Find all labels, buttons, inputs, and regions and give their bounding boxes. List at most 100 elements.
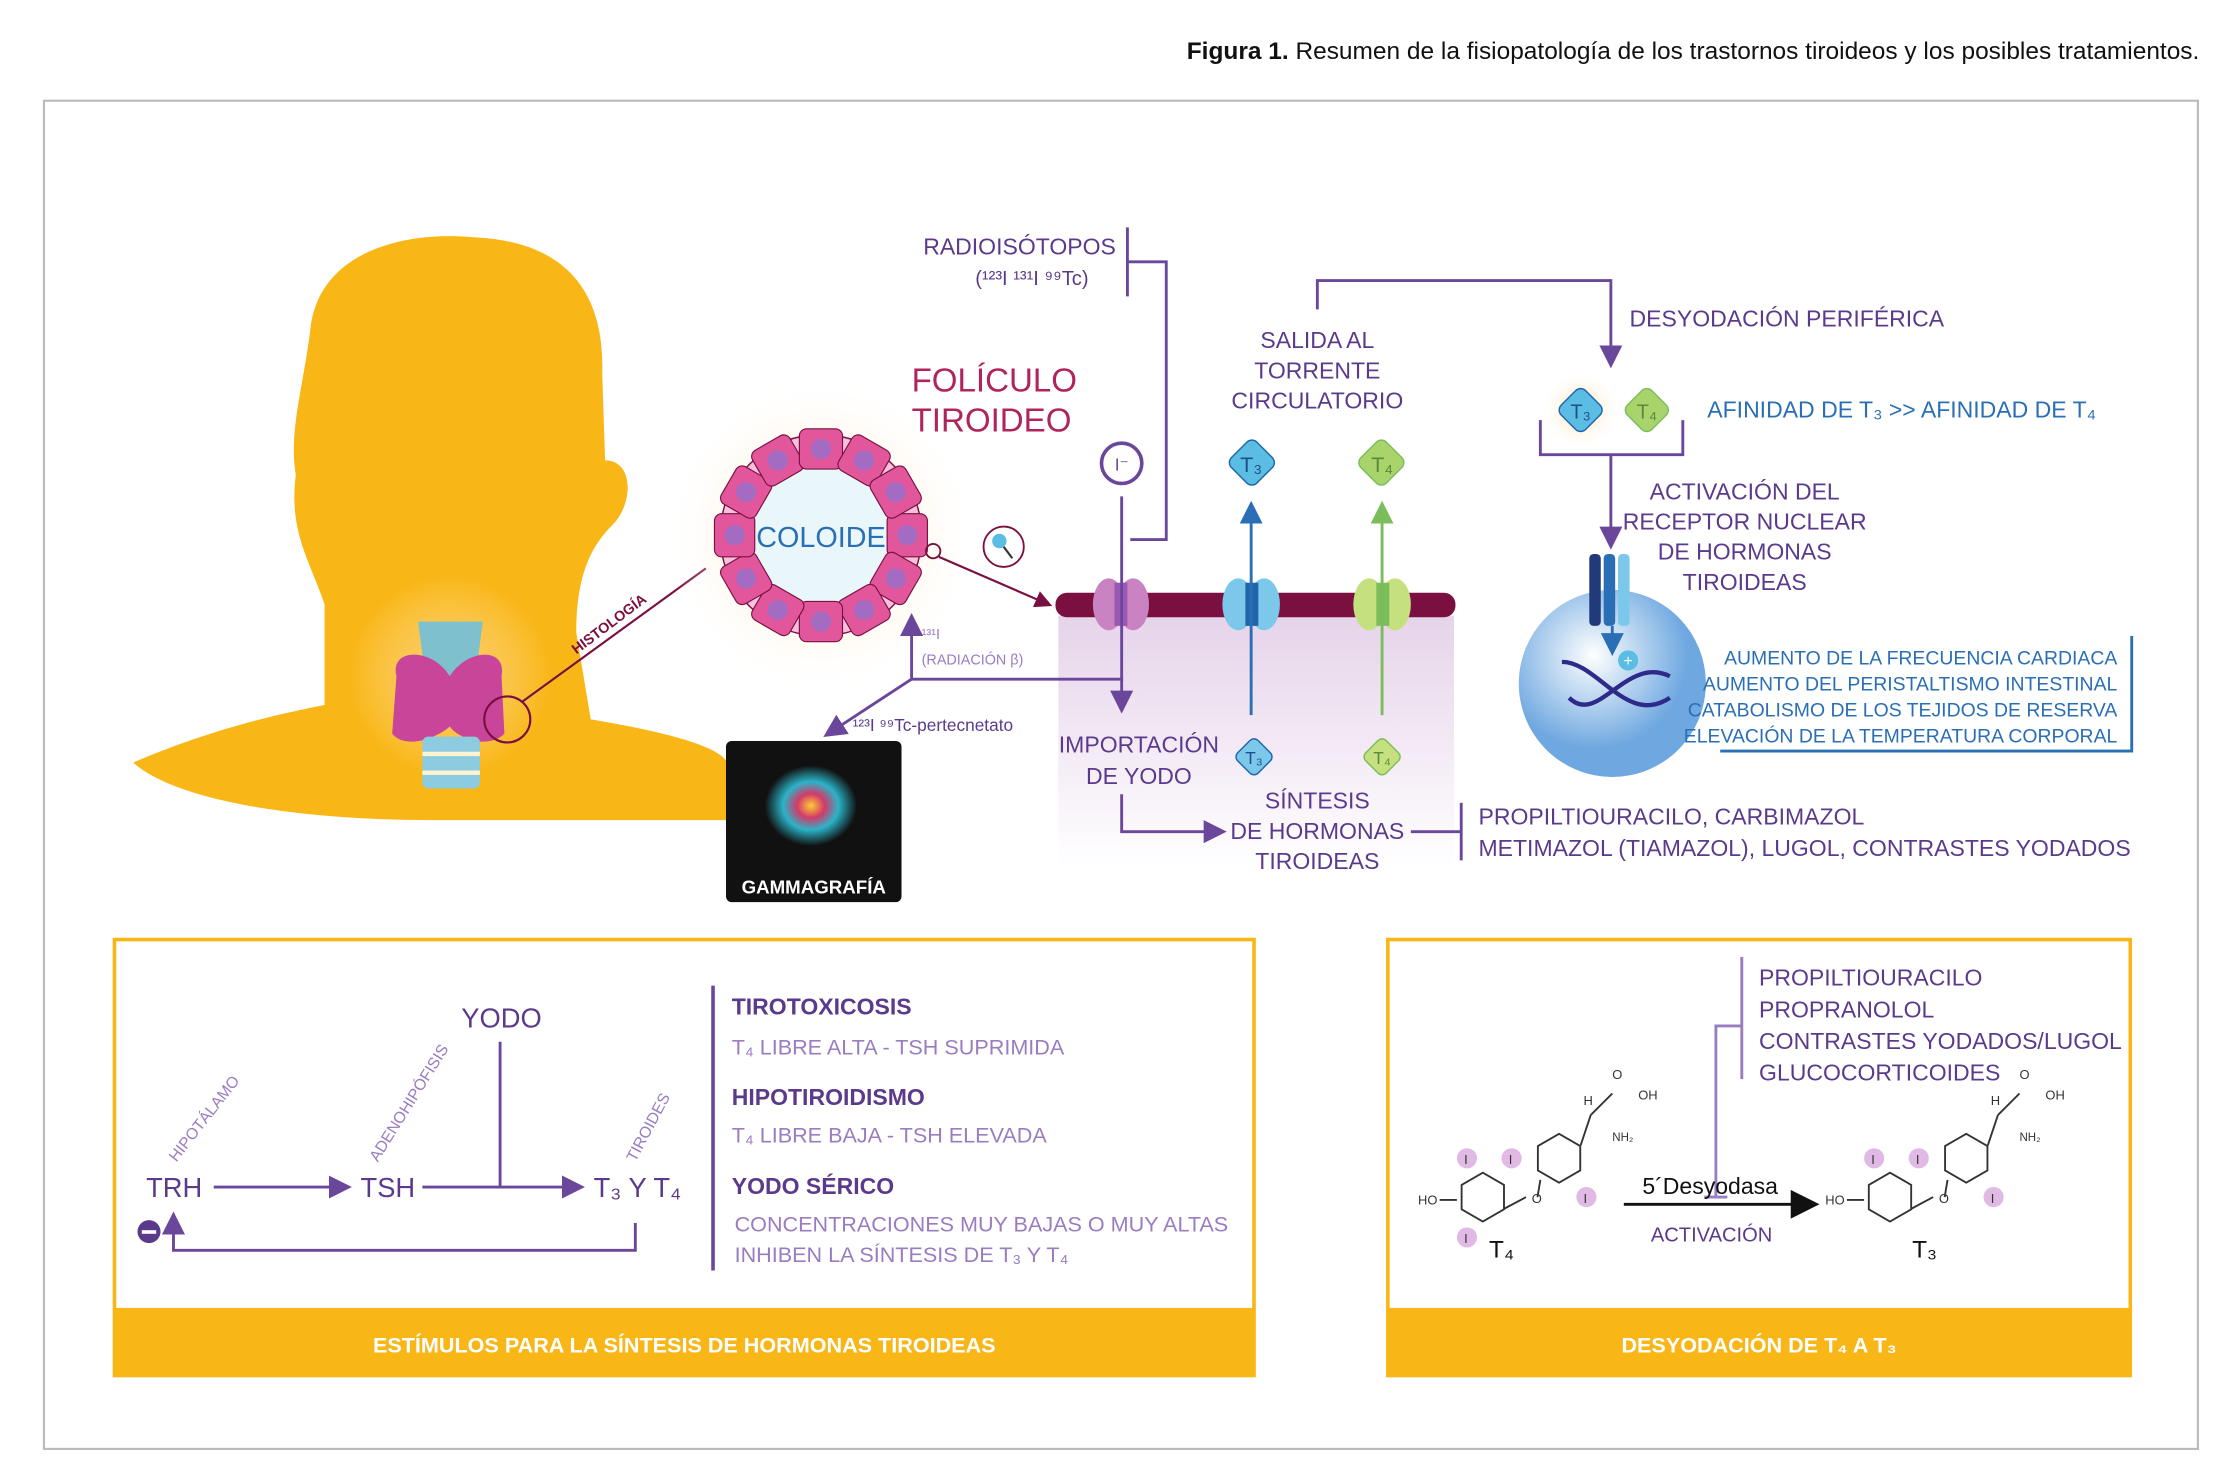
t4-receptor-hormone: T₄ [1624, 387, 1669, 433]
radioisotopos-label: RADIOISÓTOPOS [923, 234, 1116, 260]
i131-label: ¹³¹I [922, 627, 940, 643]
t4-hormone-top: T₄ [1358, 439, 1405, 486]
figure-frame [42, 99, 2199, 1450]
iodide-channel [1092, 578, 1149, 631]
gammagrafia-label: GAMMAGRAFÍA [742, 877, 886, 898]
cell-nucleus [736, 568, 757, 589]
t3-receptor-hormone: T₃ [1558, 387, 1603, 433]
oxygen-label: O [1939, 1191, 1949, 1206]
thyroid-gland [392, 621, 505, 789]
carboxyl-oh-label: OH [2045, 1087, 2064, 1102]
svg-text:I⁻: I⁻ [1115, 454, 1129, 474]
iodine-label: I [1584, 1191, 1588, 1206]
cell-nucleus [885, 568, 906, 589]
carbonyl-o-label: O [1612, 1067, 1622, 1082]
iodine-atom [1501, 1148, 1522, 1169]
cell-nucleus [810, 611, 832, 632]
svg-text:T₄: T₄ [1637, 402, 1658, 424]
estimulos-panel: ESTÍMULOS PARA LA SÍNTESIS DE HORMONAS T… [112, 937, 1256, 1378]
desyodacion-title: DESYODACIÓN DE T₄ A T₃ [1621, 1333, 1896, 1358]
activacion-label: ACTIVACIÓN [1651, 1224, 1773, 1247]
iodine-label: I [1991, 1191, 1995, 1206]
iodide-ion: I⁻ [1099, 441, 1144, 486]
negative-feedback-icon [137, 1220, 161, 1244]
coloide-label: COLOIDE [756, 522, 885, 554]
radiacion-label: (RADIACIÓN β) [922, 652, 1024, 669]
cell-nucleus [736, 482, 757, 503]
cell-nucleus [885, 482, 906, 503]
thyroid-follicle [713, 428, 928, 643]
afinidad-label: AFINIDAD DE T₃ >> AFINIDAD DE T₄ [1707, 396, 2096, 422]
benzene-ring [1867, 1171, 1913, 1223]
iodine-label: I [1464, 1231, 1468, 1246]
cell-nucleus [767, 450, 788, 471]
amine-label: NH₂ [2019, 1132, 2040, 1144]
svg-text:T₄: T₄ [1373, 748, 1391, 768]
magnifier-icon [982, 525, 1025, 568]
t3-molecule-label: T₃ [1912, 1237, 1937, 1264]
hydroxyl-label: HO [1418, 1192, 1437, 1207]
condition-desc: CONCENTRACIONES MUY BAJAS O MUY ALTAS [735, 1212, 1229, 1237]
condition-name: HIPOTIROIDISMO [732, 1084, 925, 1110]
iodine-label: I [1509, 1152, 1513, 1167]
head-silhouette [133, 236, 728, 821]
trh-label: TRH [146, 1172, 202, 1203]
iodine-atom [1456, 1148, 1478, 1169]
condition-name: YODO SÉRICO [732, 1172, 894, 1199]
cell-nucleus [854, 599, 875, 621]
yodo-label: YODO [461, 1002, 541, 1033]
cell-nucleus [854, 450, 875, 471]
iodine-atom [1908, 1148, 1929, 1169]
dna-icon [1561, 659, 1672, 708]
tsh-label: TSH [361, 1172, 416, 1203]
cell-nucleus [724, 525, 745, 546]
svg-text:T₃: T₃ [1570, 402, 1591, 424]
estimulos-title: ESTÍMULOS PARA LA SÍNTESIS DE HORMONAS T… [373, 1333, 996, 1358]
t3-hormone-bottom: T₃ [1235, 738, 1273, 776]
svg-text:T₄: T₄ [1371, 452, 1393, 477]
iodine-atom [1983, 1187, 2004, 1208]
iodine-atom [1576, 1187, 1597, 1208]
hydrogen-label: H [1584, 1093, 1593, 1108]
amine-label: NH₂ [1612, 1132, 1633, 1144]
cell-nucleus [810, 438, 832, 459]
t3-hormone-top: T₃ [1228, 439, 1276, 486]
iodine-label: I [1916, 1152, 1920, 1167]
iodine-label: I [1464, 1152, 1468, 1167]
radioisotopos-list: (¹²³I ¹³¹I ⁹⁹Tc) [975, 268, 1088, 290]
cell-nucleus [767, 599, 788, 621]
pertecnetato-label: ¹²³I ⁹⁹Tc-pertecnetato [853, 715, 1014, 735]
svg-text:+: + [1624, 653, 1633, 670]
enzyme-label: 5´Desyodasa [1642, 1173, 1778, 1199]
t3t4-label: T₃ Y T₄ [594, 1172, 682, 1203]
figure-caption: Figura 1. Resumen de la fisiopatología d… [1187, 38, 2200, 65]
iodine-atom [1456, 1227, 1478, 1248]
iodine-label: I [1871, 1152, 1875, 1167]
t4-molecule-label: T₄ [1489, 1237, 1514, 1264]
condition-desc: INHIBEN LA SÍNTESIS DE T₃ Y T₄ [735, 1242, 1069, 1267]
histologia-label: HISTOLOGÍA [569, 591, 650, 658]
condition-desc: T₄ LIBRE ALTA - TSH SUPRIMIDA [732, 1035, 1065, 1060]
desyodacion-periferica-label: DESYODACIÓN PERIFÉRICA [1630, 306, 1945, 332]
iodine-atom [1864, 1148, 1885, 1169]
t4-hormone-bottom: T₄ [1363, 738, 1401, 776]
benzene-ring [1536, 1132, 1582, 1184]
condition-name: TIROTOXICOSIS [732, 993, 912, 1019]
svg-text:T₃: T₃ [1240, 452, 1262, 477]
nucleus: + [1518, 553, 1706, 777]
carboxyl-oh-label: OH [1638, 1087, 1657, 1102]
gammagrafia-image: GAMMAGRAFÍA [725, 741, 902, 903]
hydrogen-label: H [1991, 1093, 2000, 1108]
